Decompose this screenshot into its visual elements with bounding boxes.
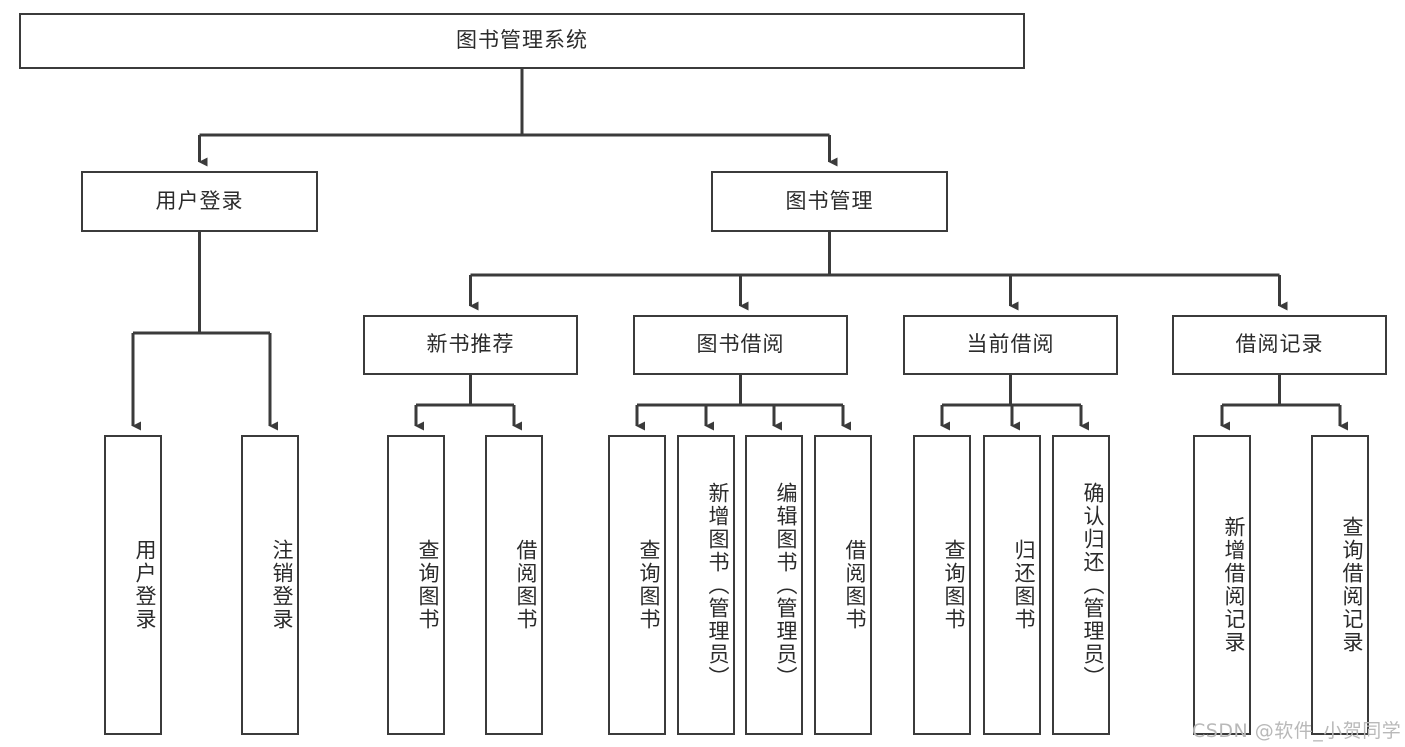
node-label: 查询图书	[942, 539, 966, 631]
node-label: 归还图书	[1012, 539, 1036, 631]
node-label: 借阅图书	[514, 539, 538, 631]
leaf-node-12-查询借阅记录[interactable]: 查询借阅记录	[1311, 435, 1369, 735]
node-label: 借阅图书	[843, 539, 867, 631]
leaf-node-10-确认归还管理员[interactable]: 确认归还（管理员）	[1052, 435, 1110, 735]
level3-node-2-当前借阅[interactable]: 当前借阅	[903, 315, 1118, 375]
level3-node-1-图书借阅[interactable]: 图书借阅	[633, 315, 848, 375]
node-label: 确认归还（管理员）	[1081, 481, 1105, 689]
node-label: 编辑图书（管理员）	[774, 481, 798, 689]
node-label: 图书借阅	[696, 332, 785, 357]
node-label: 查询借阅记录	[1340, 516, 1364, 654]
leaf-node-11-新增借阅记录[interactable]: 新增借阅记录	[1193, 435, 1251, 735]
node-label: 新增图书（管理员）	[706, 481, 730, 689]
csdn-watermark: CSDN @软件_小贺同学	[1192, 720, 1402, 742]
leaf-node-0-用户登录[interactable]: 用户登录	[104, 435, 162, 735]
root-node-0-图书管理系统[interactable]: 图书管理系统	[19, 13, 1025, 69]
node-label: 用户登录	[155, 188, 244, 213]
node-label: 查询图书	[637, 539, 661, 631]
leaf-node-3-借阅图书[interactable]: 借阅图书	[485, 435, 543, 735]
leaf-node-2-查询图书[interactable]: 查询图书	[387, 435, 445, 735]
level2-node-0-用户登录[interactable]: 用户登录	[81, 171, 318, 232]
level3-node-0-新书推荐[interactable]: 新书推荐	[363, 315, 578, 375]
leaf-node-5-新增图书管理员[interactable]: 新增图书（管理员）	[677, 435, 735, 735]
leaf-node-6-编辑图书管理员[interactable]: 编辑图书（管理员）	[745, 435, 803, 735]
leaf-node-8-查询图书[interactable]: 查询图书	[913, 435, 971, 735]
leaf-node-4-查询图书[interactable]: 查询图书	[608, 435, 666, 735]
leaf-node-7-借阅图书[interactable]: 借阅图书	[814, 435, 872, 735]
node-label: 查询图书	[416, 539, 440, 631]
node-label: 当前借阅	[966, 332, 1055, 357]
node-label: 新增借阅记录	[1222, 516, 1246, 654]
node-label: 图书管理系统	[456, 28, 588, 53]
node-label: 新书推荐	[426, 332, 515, 357]
node-label: 用户登录	[133, 539, 157, 631]
node-label: 图书管理	[785, 188, 874, 213]
leaf-node-1-注销登录[interactable]: 注销登录	[241, 435, 299, 735]
node-label: 注销登录	[270, 539, 294, 631]
level3-node-3-借阅记录[interactable]: 借阅记录	[1172, 315, 1387, 375]
node-label: 借阅记录	[1235, 332, 1324, 357]
level2-node-1-图书管理[interactable]: 图书管理	[711, 171, 948, 232]
leaf-node-9-归还图书[interactable]: 归还图书	[983, 435, 1041, 735]
